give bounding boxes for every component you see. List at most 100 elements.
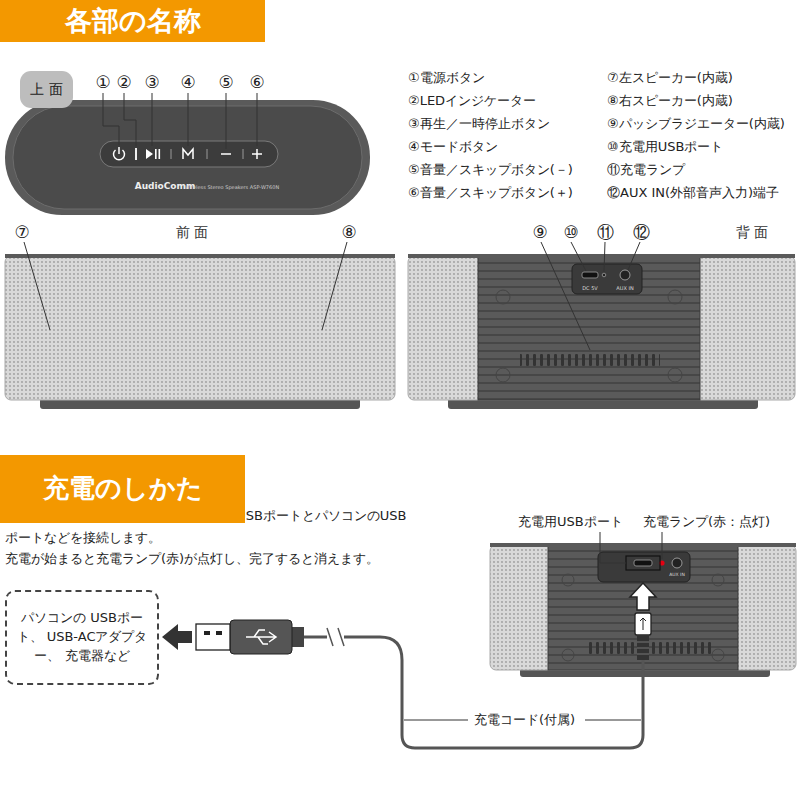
top-view-shape [159,149,161,159]
node-text: 上 面 [30,81,62,98]
leader-line [404,532,662,720]
callout-number: ⑪ [597,222,614,242]
top-view-shape [183,149,193,159]
usb-cable-shape [196,624,230,650]
charging-back-view-shape [626,556,660,570]
node-text: 充電のしかた [43,473,203,504]
usb-cable-shape [637,642,649,654]
part-name: 充電コード(付属) [474,712,575,728]
usb-cable [162,583,656,748]
port-label: AUX IN [616,285,633,291]
usb-cable-shape [300,636,327,639]
usb-cable-shape [630,583,656,610]
part-name: ⑧右スピーカー(内蔵) [607,93,733,109]
leader-line [103,93,257,149]
charging-back-view-shape [598,552,690,582]
back-view-shape [582,272,598,278]
leader-line-shape [541,242,590,350]
usb-cable-shape [246,630,276,644]
back-view-shape [602,273,606,277]
usb-cable-shape [635,613,651,635]
callout-number: ⑨ [532,222,547,242]
leader-line-shape [585,720,641,721]
leader-line-shape [628,242,640,270]
back-view-shape [478,256,700,400]
charging-back-view-shape [562,649,574,661]
top-view-shape [171,149,172,159]
back-view-shape [408,256,795,400]
leader-line-shape [571,242,586,271]
callout-number: ⑥ [249,72,264,92]
callout-number: ③ [144,72,159,92]
callout-number: ⑦ [14,222,29,242]
part-name: ⑩充電用USBポート [607,139,723,155]
top-view-shape [118,147,120,154]
charging-back-view-shape [672,558,682,568]
part-name: ⑫AUX IN(外部音声入力)端子 [607,185,779,201]
view-name: 背 面 [736,224,768,241]
back-view-shape [408,254,795,258]
part-name: ③再生／一時停止ボタン [408,116,550,132]
charging-back-view-shape [712,574,724,586]
top-view-shape [100,141,278,167]
top-view-shape [146,149,153,159]
callout-number: ② [116,72,131,92]
leader-line-shape [124,93,136,146]
back-view-shape [496,290,510,304]
charging-back-view-shape [490,543,796,547]
port-label: AUX IN [669,572,685,577]
top-view-shape [243,149,244,159]
section-band: 充電のしかた [0,455,245,523]
top-view-shape [155,149,157,159]
back-view [408,254,795,409]
leader-line-shape [257,93,258,146]
leader-line-shape [604,242,605,272]
source-box: パソコンの USBポート、 USB-ACアダプター、 充電器など [5,590,159,685]
part-name: ②LEDインジケーター [408,93,536,109]
leader-line-shape [152,93,153,146]
part-name: ⑦左スピーカー(内蔵) [607,70,733,86]
callout-number: ⑤ [218,72,233,92]
part-name: ①電源ボタン [408,70,485,86]
part-name: 充電ランプ(赤：点灯) [643,514,770,530]
part-name: 充電用USBポート [518,514,623,530]
section-title: 各部の名称 [65,3,201,39]
top-view-shape [207,149,208,159]
part-name: ⑤音量／スキップボタン(－) [408,162,573,178]
leader-line-shape [404,720,468,721]
back-view-shape [496,368,510,382]
model-text: Wireless Stereo Speakers ASP-W760N [185,184,279,190]
callout-number: ⑧ [341,222,356,242]
usb-cable-shape [230,620,292,654]
leader-line-shape [103,93,119,145]
view-tag: 上 面 [20,71,73,108]
usb-cable-shape [327,628,333,646]
charging-back-view-shape [562,574,574,586]
usb-cable-shape [344,637,643,748]
body-text: 充電が始まると充電ランプ(赤)が点灯し、完了すると消えます。 [5,551,379,567]
port-label: DC 5V [582,285,598,291]
back-view-shape [520,352,660,368]
part-name: ④モードボタン [408,139,498,155]
back-view-shape [572,264,642,294]
back-view-shape [668,368,682,382]
charging-back-view-shape [490,545,796,670]
back-view-shape [620,270,630,280]
callout-number: ④ [180,72,195,92]
view-name: 前 面 [176,224,208,241]
part-name: ⑪充電ランプ [607,162,685,178]
charging-back-view [490,543,796,677]
charging-back-view-shape [548,545,738,670]
callout-number: ⑩ [563,222,578,242]
callout-number: ⑫ [633,222,650,242]
front-view-shape [5,254,395,258]
part-name: ⑨パッシブラジエーター(内蔵) [607,116,785,132]
usb-cable-shape [637,635,649,660]
charging-back-view-shape [585,640,715,654]
leader-line-shape [662,532,663,559]
usb-cable-shape [640,618,646,630]
usb-cable-shape [216,631,222,635]
part-name: ⑥音量／スキップボタン(＋) [408,185,573,201]
top-view-shape [256,149,258,159]
